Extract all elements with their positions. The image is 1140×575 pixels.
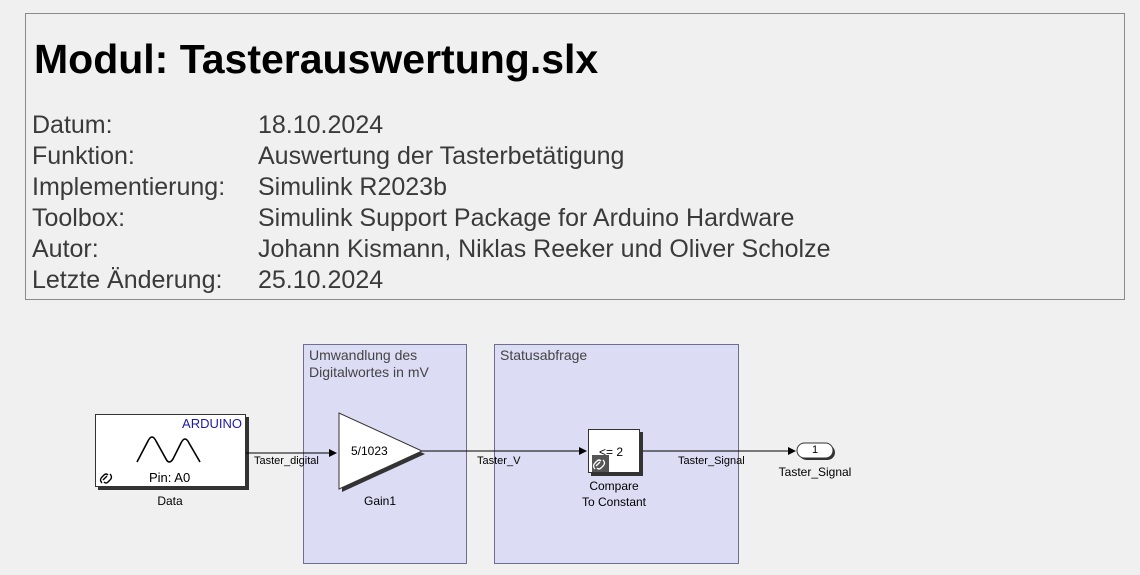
info-key: Implementierung: bbox=[32, 173, 226, 201]
info-row-function: Funktion: Auswertung der Tasterbetätigun… bbox=[32, 142, 624, 171]
info-key: Autor: bbox=[32, 235, 99, 263]
info-value: Simulink R2023b bbox=[258, 173, 447, 201]
info-key: Letzte Änderung: bbox=[32, 266, 223, 294]
pin-label: Pin: A0 bbox=[149, 470, 191, 485]
waveform-icon bbox=[136, 436, 201, 463]
gain-block[interactable] bbox=[338, 412, 424, 490]
info-key: Datum: bbox=[32, 111, 113, 139]
info-value: Auswertung der Tasterbetätigung bbox=[258, 142, 625, 170]
info-value: 25.10.2024 bbox=[258, 266, 384, 294]
info-value: Simulink Support Package for Arduino Har… bbox=[258, 204, 795, 232]
area-conversion-label: Umwandlung des Digitalwortes in mV bbox=[309, 347, 429, 380]
outport-block[interactable] bbox=[796, 442, 834, 459]
info-row-toolbox: Toolbox: Simulink Support Package for Ar… bbox=[32, 204, 794, 233]
info-row-implementation: Implementierung: Simulink R2023b bbox=[32, 173, 447, 202]
info-key: Funktion: bbox=[32, 142, 135, 170]
compare-to-constant-block[interactable]: <= 2 bbox=[588, 429, 640, 473]
info-key: Toolbox: bbox=[32, 204, 126, 232]
outport-number: 1 bbox=[811, 444, 819, 456]
gain-block-name: Gain1 bbox=[363, 494, 397, 508]
signal-label-taster-v: Taster_V bbox=[477, 455, 521, 467]
signal-label-taster-signal: Taster_Signal bbox=[678, 455, 745, 467]
info-row-date: Datum: 18.10.2024 bbox=[32, 111, 383, 140]
info-value: Johann Kismann, Niklas Reeker und Oliver… bbox=[258, 235, 831, 263]
arduino-analog-input-block[interactable]: ARDUINO Pin: A0 bbox=[95, 414, 246, 487]
compare-block-name-line1: Compare bbox=[589, 479, 639, 493]
data-block-name: Data bbox=[157, 494, 183, 508]
library-link-icon bbox=[592, 455, 609, 472]
info-row-author: Autor: Johann Kismann, Niklas Reeker und… bbox=[32, 235, 831, 264]
arduino-badge: ARDUINO bbox=[182, 416, 242, 431]
info-value: 18.10.2024 bbox=[258, 111, 384, 139]
model-title: Modul: Tasterauswertung.slx bbox=[34, 36, 599, 82]
outport-name: Taster_Signal bbox=[778, 465, 852, 479]
info-row-last-change: Letzte Änderung: 25.10.2024 bbox=[32, 266, 383, 295]
area-status-label: Statusabfrage bbox=[500, 347, 588, 363]
compare-block-name-line2: To Constant bbox=[581, 495, 647, 509]
signal-label-taster-digital: Taster_digital bbox=[254, 455, 319, 467]
gain-value: 5/1023 bbox=[351, 444, 388, 458]
library-link-icon bbox=[99, 473, 113, 484]
model-info-box: Modul: Tasterauswertung.slx Datum: 18.10… bbox=[25, 13, 1125, 300]
